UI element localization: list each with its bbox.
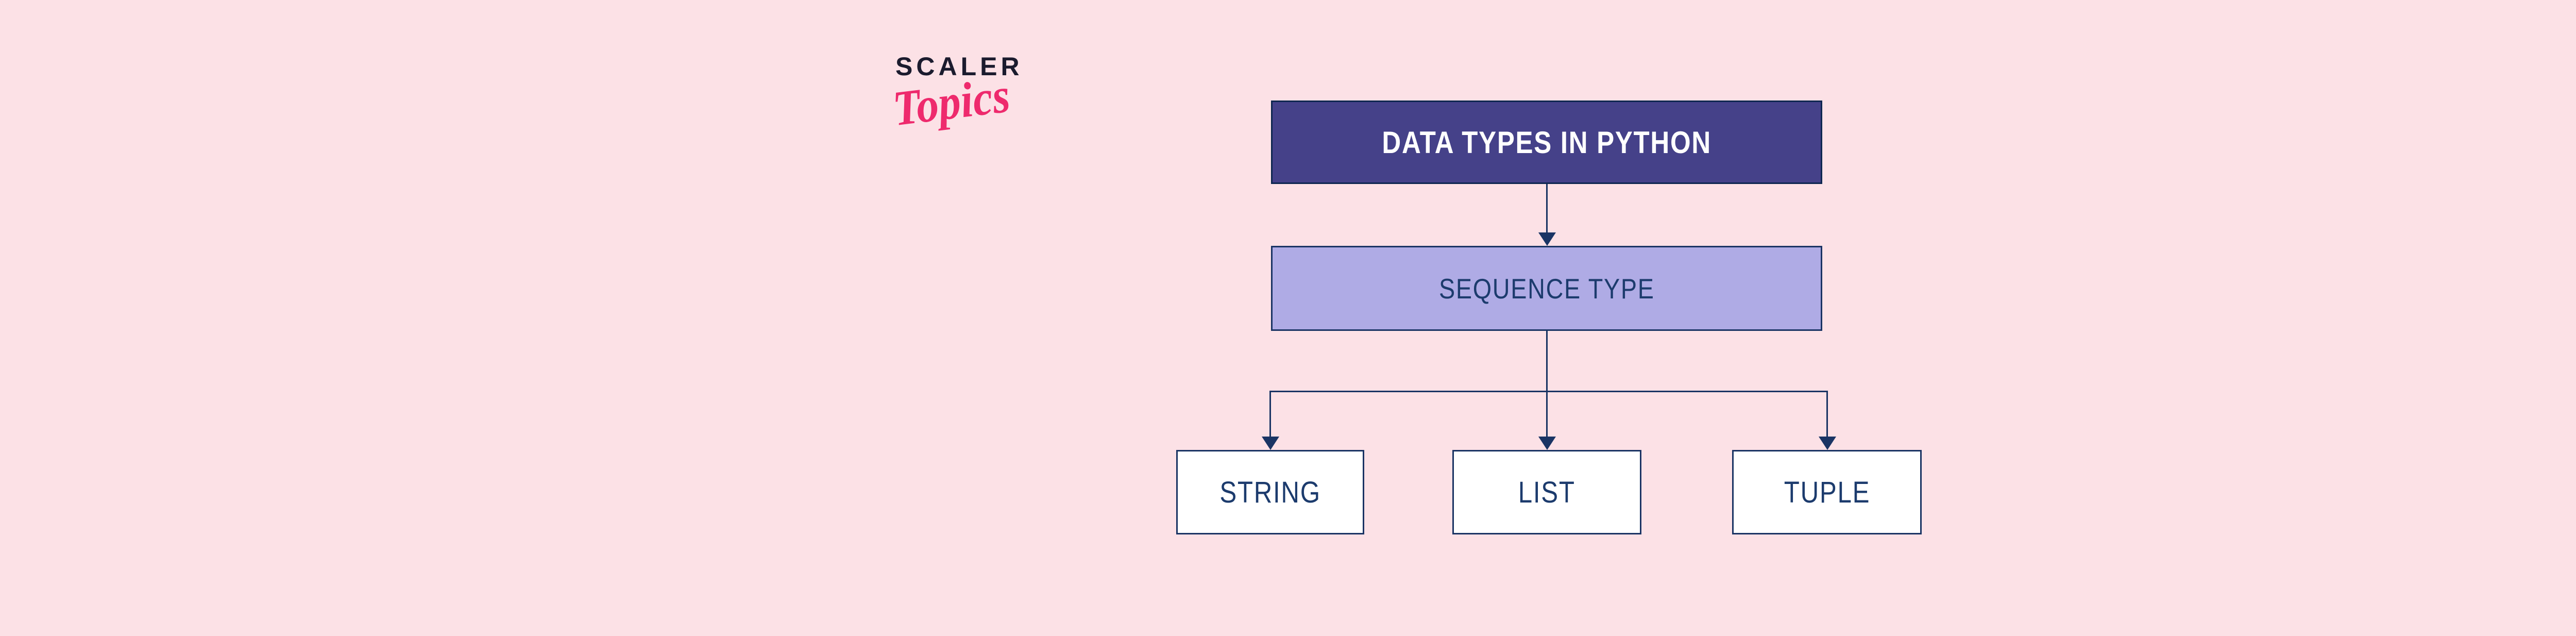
- topics-script-wordmark: Topics: [890, 67, 1013, 137]
- root-node-label: DATA TYPES IN PYTHON: [1382, 125, 1711, 160]
- tuple-node-label: TUPLE: [1784, 475, 1870, 509]
- string-node-label: STRING: [1219, 475, 1321, 509]
- list-node-label: LIST: [1518, 475, 1575, 509]
- sequence-type-node: SEQUENCE TYPE: [1271, 246, 1822, 331]
- arrowhead-list: [1538, 437, 1556, 450]
- arrowhead-string: [1262, 437, 1279, 450]
- arrowhead-tuple: [1819, 437, 1836, 450]
- connector-root-to-sequence: [1546, 184, 1548, 233]
- arrowhead-sequence: [1538, 232, 1556, 246]
- scaler-topics-logo: SCALER Topics: [890, 52, 1023, 136]
- sequence-type-label: SEQUENCE TYPE: [1438, 272, 1655, 305]
- string-node: STRING: [1176, 450, 1364, 534]
- connector-rail: [1269, 391, 1828, 392]
- connector-drop-tuple: [1826, 391, 1828, 437]
- tuple-node: TUPLE: [1732, 450, 1922, 534]
- list-node: LIST: [1452, 450, 1641, 534]
- connector-drop-list: [1546, 391, 1548, 437]
- root-node-data-types: DATA TYPES IN PYTHON: [1271, 101, 1822, 184]
- connector-sequence-to-rail: [1546, 331, 1548, 392]
- scaler-wordmark: SCALER: [895, 52, 1023, 81]
- connector-drop-string: [1269, 391, 1271, 437]
